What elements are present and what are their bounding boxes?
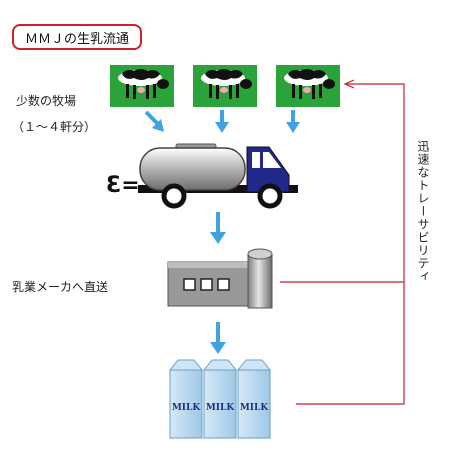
tanker-truck [138, 143, 298, 209]
arrow-truck-to-factory [210, 212, 226, 244]
diagram-title: ＭＭＪの生乳流通 [12, 24, 142, 50]
farms-label: 少数の牧場 [16, 94, 77, 108]
carton-label: MILK [240, 403, 270, 413]
cow-pasture-1 [110, 65, 174, 107]
truck-motion-mark: Ɛ= [106, 173, 140, 198]
carton-label: MILK [206, 403, 236, 413]
arrow-factory-to-cartons [210, 322, 226, 354]
dairy-factory [167, 248, 273, 309]
traceability-label: 迅速なトレーサビリティ [416, 140, 430, 283]
cow-pasture-3 [276, 65, 340, 107]
trace-line-main [296, 84, 405, 405]
arrow-farm2-to-truck [215, 110, 229, 133]
milk-carton-1: MILK [168, 359, 204, 439]
cow-pasture-2 [193, 65, 257, 107]
arrow-farm1-to-truck [144, 110, 164, 132]
farms-count-label: （１～４軒分） [12, 120, 97, 134]
manufacturer-label: 乳業メーカへ直送 [12, 280, 109, 294]
milk-carton-3: MILK [236, 359, 272, 439]
traceability-lines [280, 84, 405, 405]
carton-label: MILK [172, 403, 202, 413]
milk-carton-2: MILK [202, 359, 238, 439]
arrow-farm3-to-truck [286, 110, 300, 133]
